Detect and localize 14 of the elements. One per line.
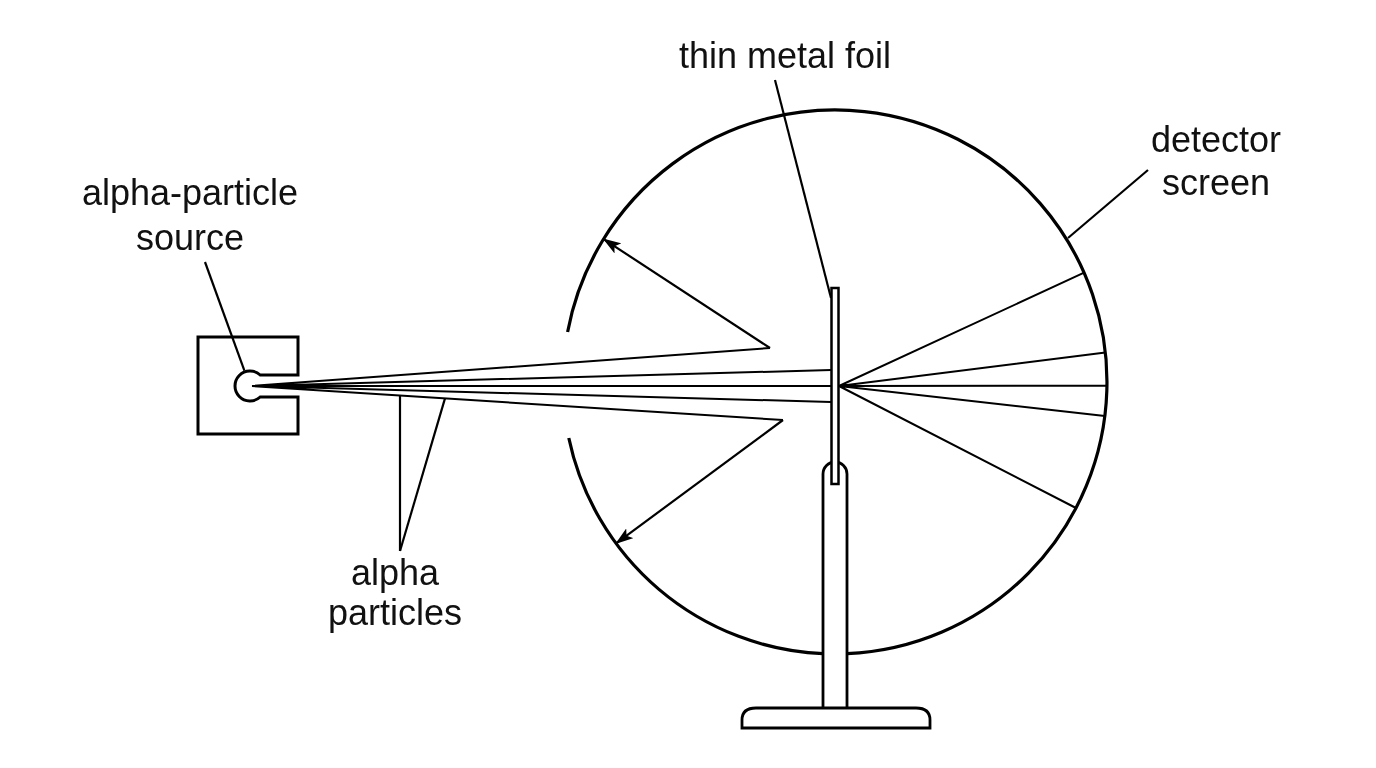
- detector-screen: [566, 108, 1109, 656]
- deflection-arrow: [615, 419, 784, 545]
- leader-line: [398, 395, 402, 551]
- leader-line: [773, 79, 833, 299]
- part-label: alpha particles: [328, 553, 462, 633]
- part-label: thin metal foil: [678, 34, 892, 78]
- part-label: detector screen: [1150, 118, 1282, 204]
- particle-beam: [251, 347, 832, 421]
- deflection-arrow: [602, 238, 771, 349]
- metal-foil: [830, 286, 840, 486]
- leader-line: [1067, 169, 1149, 239]
- leader-line: [398, 398, 447, 552]
- part-label: alpha-particle source: [80, 171, 300, 260]
- source-block: [196, 335, 300, 436]
